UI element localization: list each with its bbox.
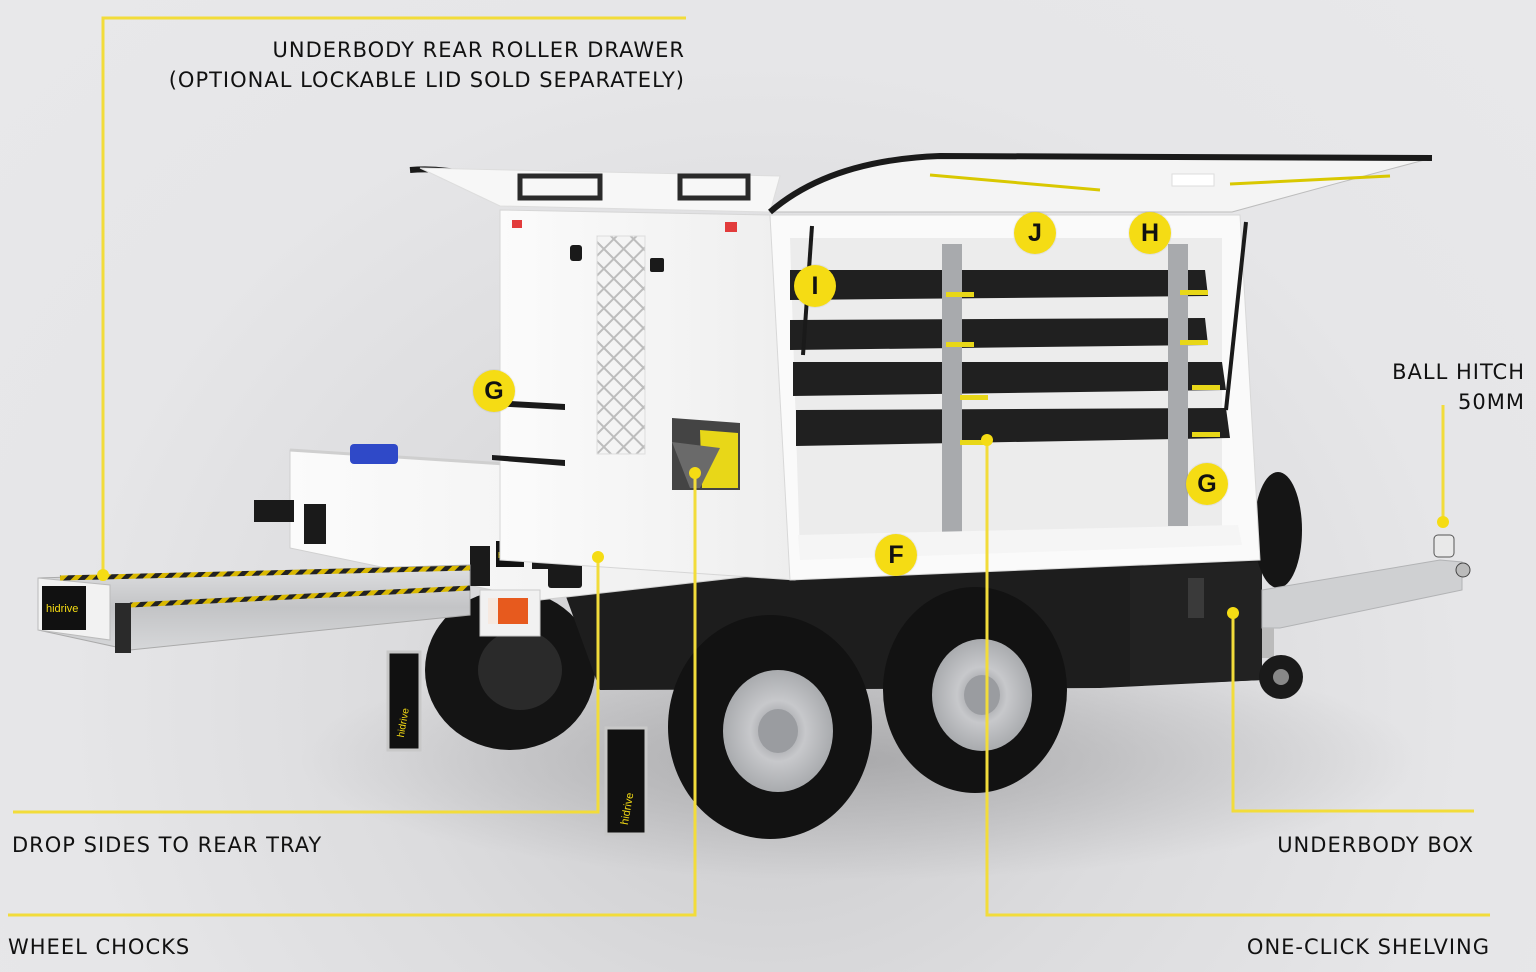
badge-g-front: G xyxy=(473,370,515,412)
leader-dot-ball-hitch xyxy=(1437,516,1449,528)
badge-f: F xyxy=(875,534,917,576)
leader-dot-roller-drawer xyxy=(97,569,109,581)
callout-ball-hitch-title: BALL HITCH xyxy=(1392,360,1525,384)
callout-wheel-chocks: WHEEL CHOCKS xyxy=(8,935,191,959)
badge-g-side: G xyxy=(1186,463,1228,505)
badge-i: I xyxy=(794,265,836,307)
leader-underbody-box xyxy=(1231,613,1474,813)
svg-text:hidrive: hidrive xyxy=(396,707,412,738)
rear-left-wheel xyxy=(425,590,595,750)
callout-roller-drawer-title: UNDERBODY REAR ROLLER DRAWER xyxy=(272,38,685,62)
callout-drop-sides: DROP SIDES TO REAR TRAY xyxy=(12,833,323,857)
leader-dot-drop-sides xyxy=(592,551,604,563)
shelving xyxy=(790,244,1230,538)
roller-drawer: hidrive xyxy=(37,564,471,653)
callout-one-click-shelving: ONE-CLICK SHELVING xyxy=(1246,935,1490,959)
svg-text:hidrive: hidrive xyxy=(46,603,78,615)
mudflap-left: hidrive xyxy=(386,650,422,752)
svg-text:hidrive: hidrive xyxy=(619,792,636,826)
callout-roller-drawer: UNDERBODY REAR ROLLER DRAWER (OPTIONAL L… xyxy=(169,35,685,95)
badge-h: H xyxy=(1129,212,1171,254)
callout-ball-hitch: BALL HITCH 50MM xyxy=(1392,357,1525,417)
leader-wheel-chocks xyxy=(8,473,697,917)
callout-ball-hitch-size: 50MM xyxy=(1458,390,1525,414)
badge-j: J xyxy=(1014,212,1056,254)
leader-dot-underbody-box xyxy=(1227,607,1239,619)
jockey-wheel xyxy=(1259,628,1303,699)
wheel-chock-holder xyxy=(672,418,740,490)
ball-hitch xyxy=(1433,534,1471,578)
leader-drop-sides xyxy=(13,557,600,814)
leader-one-click-shelving xyxy=(985,440,1490,917)
main-wheel-front xyxy=(668,615,872,839)
main-wheel-rear xyxy=(883,587,1067,793)
leader-dot-wheel-chocks xyxy=(689,467,701,479)
leader-roller-drawer xyxy=(101,16,686,575)
gull-wing-door xyxy=(768,152,1433,215)
mudflap-right: hidrive xyxy=(604,726,648,836)
callout-underbody-box: UNDERBODY BOX xyxy=(1277,833,1474,857)
callout-roller-drawer-note: (OPTIONAL LOCKABLE LID SOLD SEPARATELY) xyxy=(168,68,685,92)
leader-dot-one-click-shelving xyxy=(981,434,993,446)
